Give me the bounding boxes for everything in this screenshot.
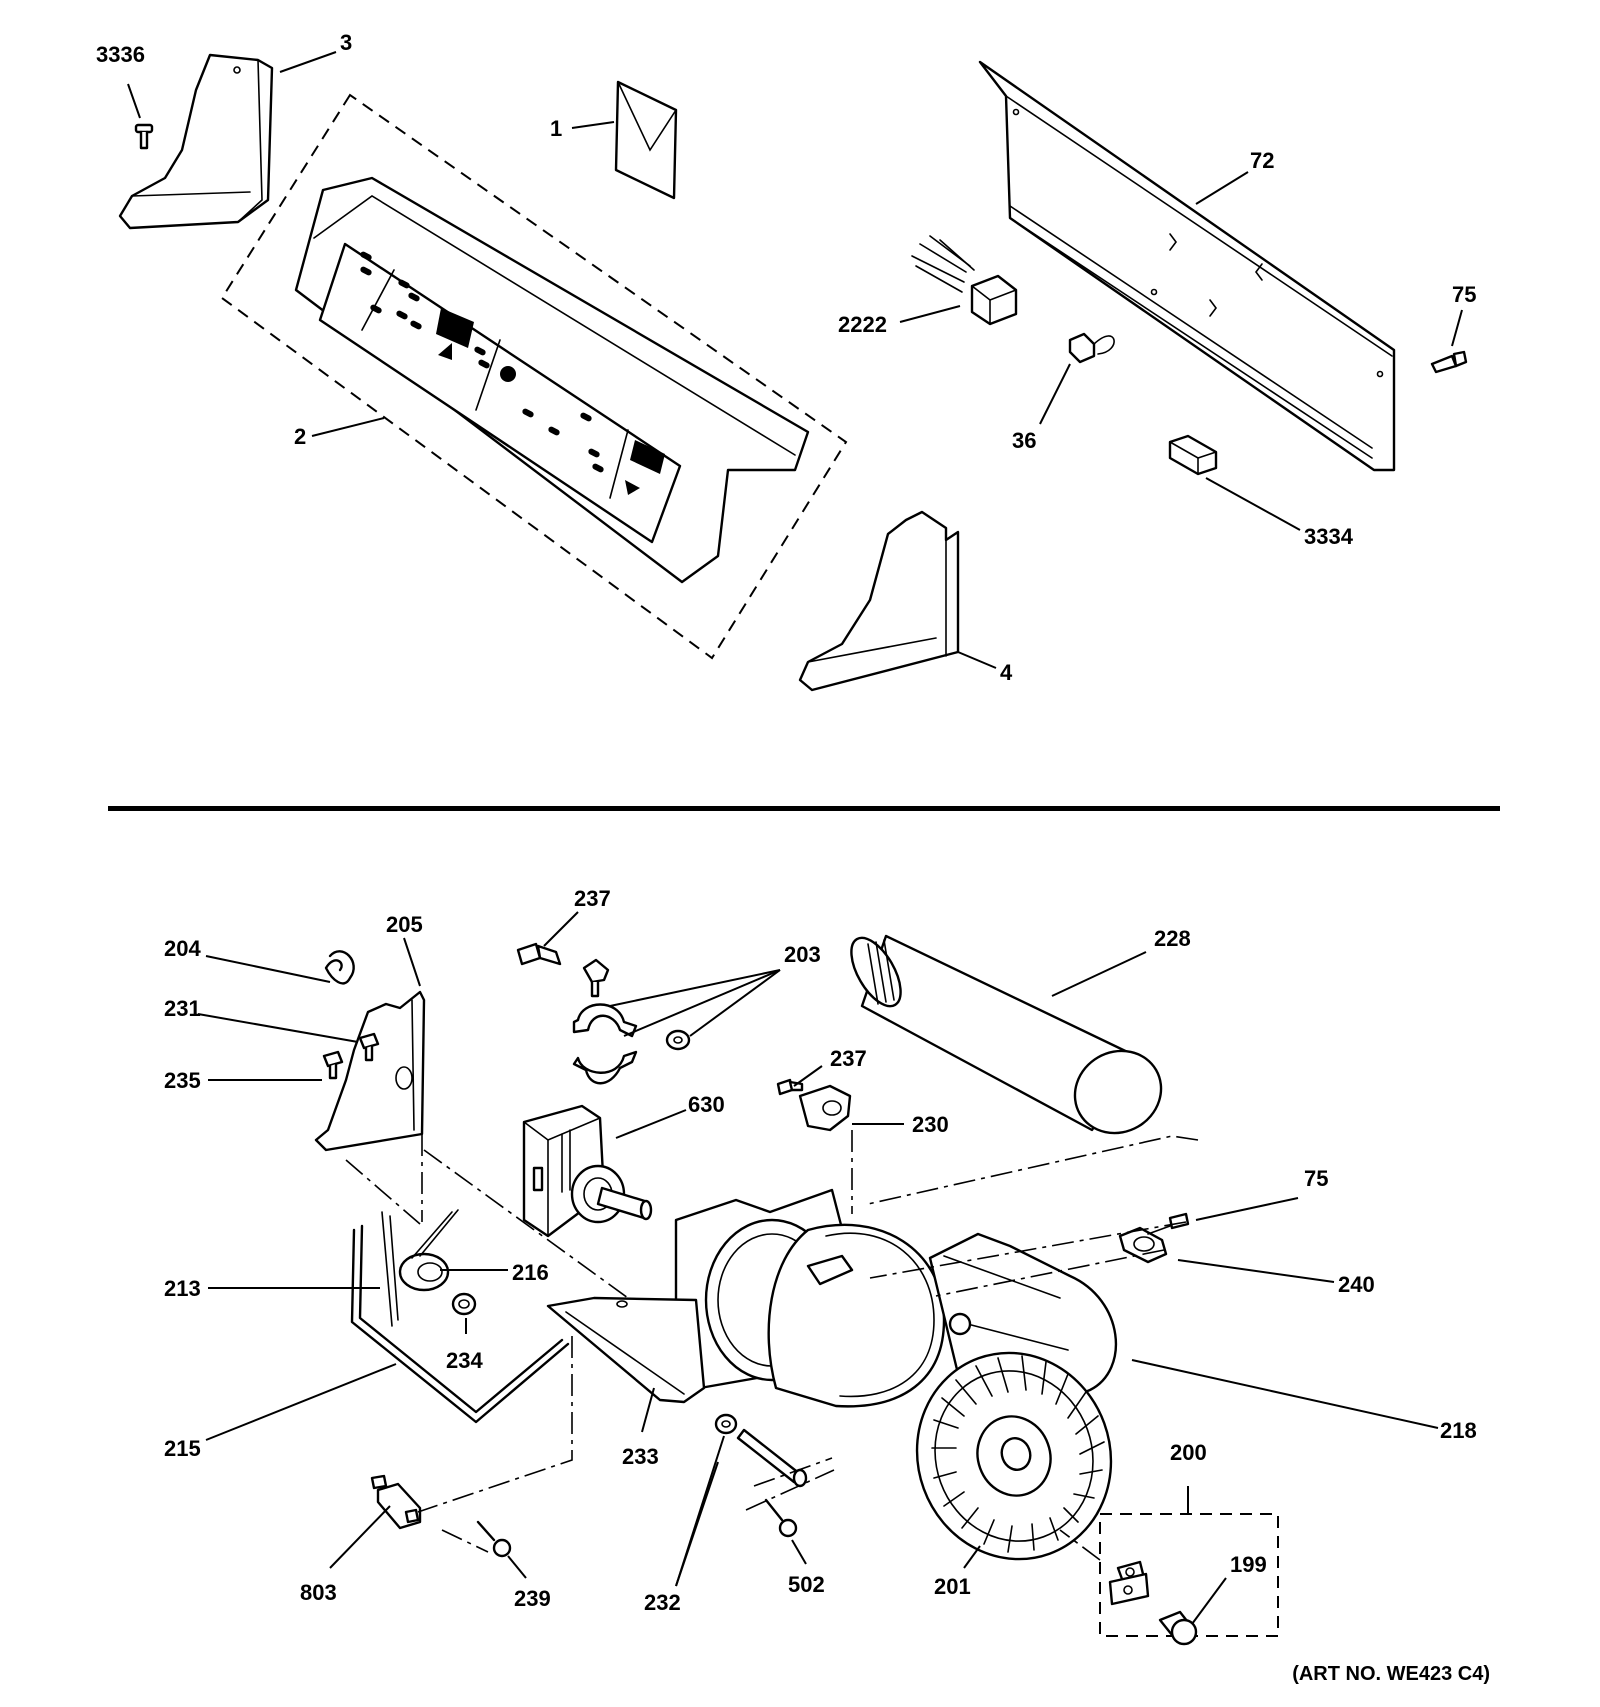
motor-630-part [522, 1104, 653, 1238]
callout-230: 230 [912, 1112, 949, 1137]
callout-232: 232 [644, 1590, 681, 1615]
callout-228: 228 [1154, 926, 1191, 951]
callout-204: 204 [164, 936, 201, 961]
callout-216: 216 [512, 1260, 549, 1285]
callout-237-b: 237 [830, 1046, 867, 1071]
control-panel-dashed-outline [220, 93, 848, 660]
callout-630: 630 [688, 1092, 725, 1117]
callout-240: 240 [1338, 1272, 1375, 1297]
screw-3336-part [134, 123, 154, 150]
bolt-199-part [1158, 1610, 1198, 1646]
callout-218: 218 [1440, 1418, 1477, 1443]
callout-4: 4 [1000, 660, 1013, 685]
switch-803-part [370, 1474, 422, 1530]
end-cap-right-part [798, 510, 960, 692]
screw-75-bottom-part [1147, 1212, 1190, 1235]
control-panel-part [294, 176, 810, 584]
wire-harness-part [911, 235, 1018, 326]
thermostat-240-part [1118, 1226, 1168, 1264]
callout-36: 36 [1012, 428, 1036, 453]
belt-213-part [350, 1211, 570, 1424]
assembly-phantom-lines [345, 1130, 1199, 1561]
callout-231: 231 [164, 996, 201, 1021]
back-panel-part [978, 60, 1396, 472]
callout-205: 205 [386, 912, 423, 937]
callout-502: 502 [788, 1572, 825, 1597]
bracket-230-part [798, 1084, 852, 1132]
callout-2222: 2222 [838, 312, 887, 337]
callout-1: 1 [550, 116, 562, 141]
callout-203: 203 [784, 942, 821, 967]
callout-75-bottom: 75 [1304, 1166, 1328, 1191]
leader-lines [127, 51, 1463, 1625]
art-number: (ART NO. WE423 C4) [1292, 1663, 1490, 1685]
callout-233: 233 [622, 1444, 659, 1469]
callout-3: 3 [340, 30, 352, 55]
screw-239-part [476, 1520, 512, 1558]
connector-36-part [1068, 332, 1115, 364]
screw-231-part [358, 1032, 380, 1062]
bracket-205-part [314, 990, 426, 1152]
bracket-200-part [1108, 1560, 1150, 1606]
callout-201: 201 [934, 1574, 971, 1599]
callout-2: 2 [294, 424, 306, 449]
callout-803: 803 [300, 1580, 337, 1605]
screw-75-top-part [1430, 350, 1468, 374]
blower-wheel-201-part [915, 1351, 1113, 1561]
clamp-assembly-203-part [572, 958, 691, 1085]
duct-tube-228-part [850, 934, 1163, 1135]
pulley-216-part [398, 1209, 459, 1292]
callout-215: 215 [164, 1436, 201, 1461]
screw-235-part [322, 1050, 344, 1080]
callout-234: 234 [446, 1348, 483, 1373]
terminal-block-part [1168, 434, 1218, 476]
callout-3336: 3336 [96, 42, 145, 67]
screw-237-lower-part [776, 1078, 804, 1096]
callout-200: 200 [1170, 1440, 1207, 1465]
callout-237-a: 237 [574, 886, 611, 911]
callout-239: 239 [514, 1586, 551, 1611]
base-plate-233-part [546, 1296, 706, 1404]
washer-bolt-232-part [714, 1413, 808, 1488]
envelope-part [614, 80, 678, 200]
end-cap-left-part [118, 53, 274, 230]
callout-213: 213 [164, 1276, 201, 1301]
clip-204-part [324, 950, 355, 985]
nut-234-part [451, 1292, 477, 1316]
screw-237-upper-part [516, 942, 562, 966]
section-divider [108, 806, 1500, 811]
callout-3334: 3334 [1304, 524, 1354, 549]
callout-75-top: 75 [1452, 282, 1476, 307]
callout-72: 72 [1250, 148, 1274, 173]
blower-housing-218-part [674, 1188, 1118, 1408]
callout-199: 199 [1230, 1552, 1267, 1577]
screw-502-part [764, 1498, 798, 1538]
callout-235: 235 [164, 1068, 201, 1093]
